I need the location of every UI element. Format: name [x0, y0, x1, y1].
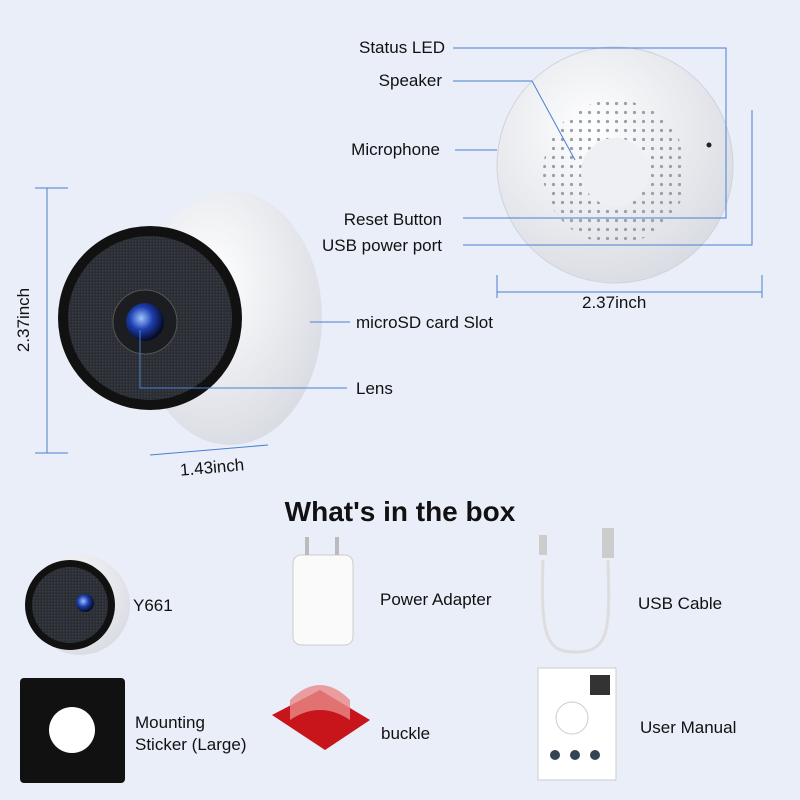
camera-back-view	[496, 46, 734, 284]
label-reset-button: Reset Button	[343, 210, 442, 229]
dimension-height: 2.37inch	[14, 287, 34, 353]
callout-lines	[35, 47, 763, 456]
item-label-y661: Y661	[133, 596, 173, 615]
box-title: What's in the box	[284, 496, 516, 527]
item-camera-thumb	[25, 555, 130, 655]
label-microphone: Microphone	[351, 140, 440, 159]
item-mounting-sticker	[20, 678, 125, 783]
label-lens: Lens	[356, 379, 393, 398]
item-user-manual	[537, 667, 617, 781]
item-usb-cable	[539, 528, 614, 654]
item-label-buckle: buckle	[381, 724, 431, 743]
label-status-led: Status LED	[359, 38, 445, 57]
item-label-power-adapter: Power Adapter	[380, 590, 492, 609]
label-microsd-slot: microSD card Slot	[356, 313, 493, 332]
label-speaker: Speaker	[378, 71, 442, 90]
item-label-usb-cable: USB Cable	[638, 594, 723, 613]
camera-front-view	[58, 191, 322, 445]
item-label-mounting-sticker: Mounting Sticker (Large)	[135, 713, 247, 754]
label-usb-power-port: USB power port	[322, 236, 442, 255]
item-power-adapter	[292, 537, 354, 646]
item-label-user-manual: User Manual	[640, 718, 737, 737]
item-buckle	[272, 685, 370, 750]
dimension-width: 2.37inch	[582, 293, 647, 312]
